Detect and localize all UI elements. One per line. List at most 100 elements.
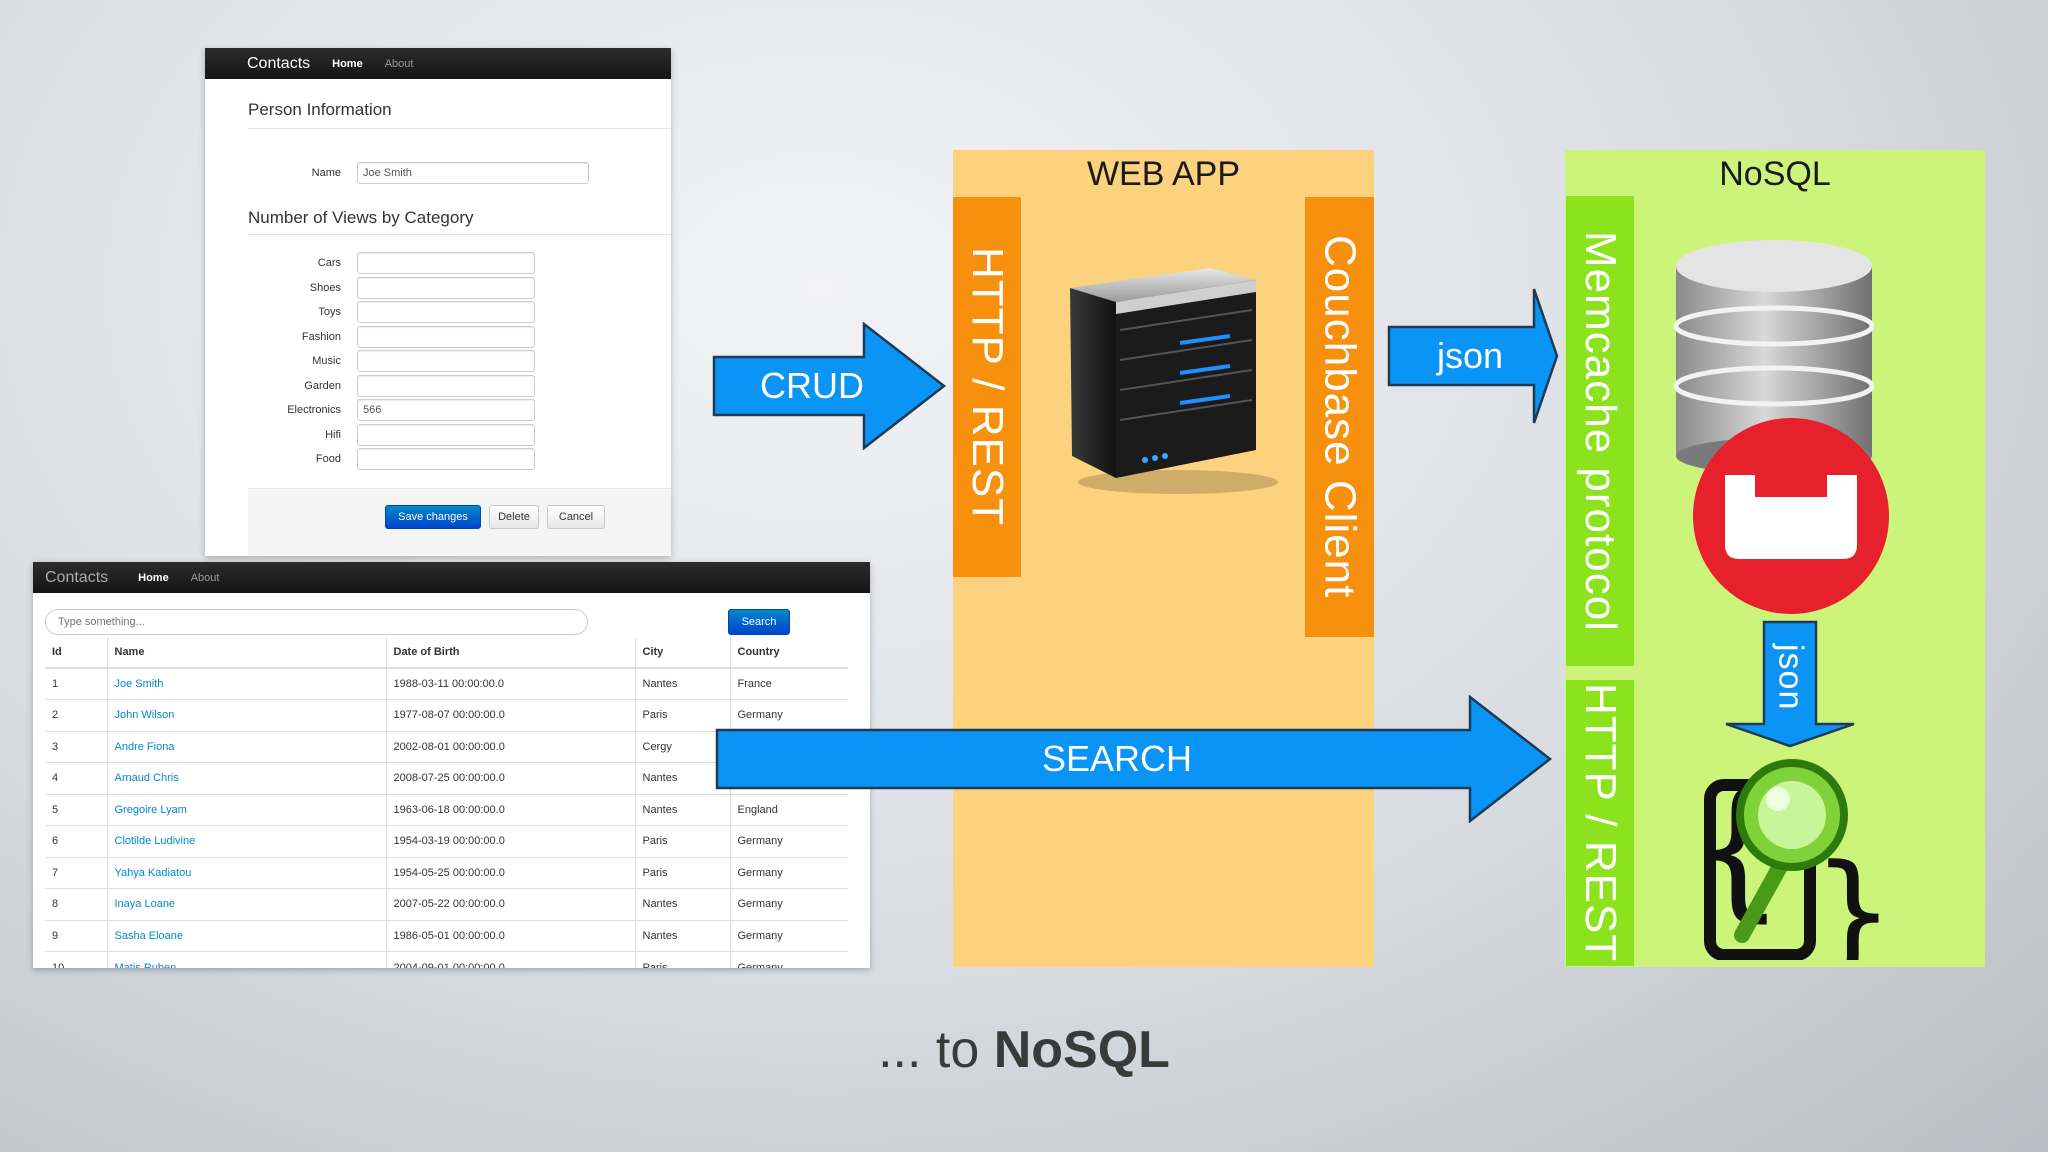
cell-dob: 1977-08-07 00:00:00.0 [385,699,635,731]
category-label: Music [312,355,341,367]
cell-city: Nantes [634,667,730,700]
cell-dob: 2008-07-25 00:00:00.0 [385,762,635,794]
cell-country: Germany [729,888,848,920]
nosql-title: NoSQL [1719,155,1831,193]
category-input[interactable] [357,252,535,274]
category-input[interactable] [357,325,535,348]
nav-home[interactable]: Home [332,57,363,70]
save-changes-button[interactable]: Save changes [385,505,481,529]
category-label: Garden [304,379,341,392]
json-down-arrow [1725,620,1855,748]
category-input[interactable] [357,423,535,446]
name-label: Name [311,167,341,179]
cell-id: 4 [45,762,107,794]
nav-home[interactable]: Home [138,571,169,584]
cell-name[interactable]: Matis Ruben [106,951,386,968]
cell-dob: 1988-03-11 00:00:00.0 [385,667,635,700]
category-row: Shoes [205,276,535,300]
name-row: Name [205,161,589,185]
cell-id: 7 [45,856,107,889]
cell-id: 6 [45,825,107,857]
cell-city: Paris [634,699,730,731]
caption-prefix: ... to [878,1021,994,1079]
crud-arrow-label: CRUD [760,365,864,406]
category-label: Hifi [325,428,341,441]
column-header-dob[interactable]: Date of Birth [385,637,635,669]
crud-arrow [712,322,947,450]
category-input[interactable] [357,350,535,372]
cell-city: Paris [634,825,730,857]
cell-city: Nantes [634,762,730,794]
nosql-http-rest-bar: HTTP / REST [1566,680,1634,966]
cell-name[interactable]: John Wilson [106,699,386,731]
cell-dob: 1963-06-18 00:00:00.0 [385,793,635,826]
cell-dob: 2007-05-22 00:00:00.0 [385,888,635,920]
couchbase-client-bar: Couchbase Client [1305,197,1374,637]
column-header-country[interactable]: Country [729,637,848,669]
search-button[interactable]: Search [728,609,790,635]
column-header-id[interactable]: Id [45,637,107,669]
navbar: Contacts Home About [205,48,671,79]
category-label: Shoes [309,281,341,294]
nav-about[interactable]: About [190,571,220,584]
cell-name[interactable]: Arnaud Chris [106,762,386,794]
memcache-bar: Memcache protocol [1566,196,1634,666]
json-arrow [1387,288,1559,424]
cell-name[interactable]: Joe Smith [106,667,386,700]
category-label: Toys [318,306,341,318]
cell-city: Cergy [634,730,730,763]
category-row: Music [205,349,535,373]
cell-name[interactable]: Andre Fiona [106,730,386,763]
http-rest-label: HTTP / REST [963,247,1012,527]
json-down-label-text: json [1771,643,1810,711]
form-actions: Save changes Delete Cancel [248,488,671,556]
memcache-label: Memcache protocol [1576,230,1625,632]
name-input[interactable] [357,162,589,184]
cell-country: Germany [729,919,848,952]
divider [248,128,671,129]
web-app-title: WEB APP [1086,155,1241,193]
category-input[interactable] [357,399,535,421]
nav-about[interactable]: About [384,57,414,70]
person-section-title: Person Information [248,100,392,119]
cell-name[interactable]: Sasha Eloane [106,919,386,952]
cell-name[interactable]: Clotilde Ludivine [106,825,386,857]
json-down-arrow-label: json [1766,630,1814,724]
brand-link[interactable]: Contacts [247,54,311,72]
cell-name[interactable]: Inaya Loane [106,888,386,920]
divider [248,234,671,235]
category-input[interactable] [357,374,535,397]
category-row: Toys [205,300,535,324]
person-form-window: Contacts Home About Person Information N… [205,48,671,556]
cell-country: Germany [729,825,848,857]
slide-caption: ... to NoSQL [0,1020,2048,1080]
cell-name[interactable]: Yahya Kadiatou [106,856,386,889]
cell-name[interactable]: Gregoire Lyam [106,793,386,826]
column-header-city[interactable]: City [634,637,730,669]
search-input[interactable] [45,609,588,635]
cancel-button[interactable]: Cancel [547,505,605,529]
column-header-name[interactable]: Name [106,637,386,669]
brand-link[interactable]: Contacts [45,568,109,586]
cell-dob: 1954-05-25 00:00:00.0 [385,856,635,889]
navbar: Contacts Home About [33,562,870,593]
cell-id: 10 [45,951,107,968]
cell-city: Nantes [634,888,730,920]
cell-id: 1 [45,667,107,700]
cell-city: Paris [634,951,730,968]
category-input[interactable] [357,276,535,299]
delete-button[interactable]: Delete [489,505,539,529]
category-input[interactable] [357,301,535,323]
category-input[interactable] [357,448,535,470]
cell-country: Germany [729,699,848,731]
cell-city: Nantes [634,919,730,952]
